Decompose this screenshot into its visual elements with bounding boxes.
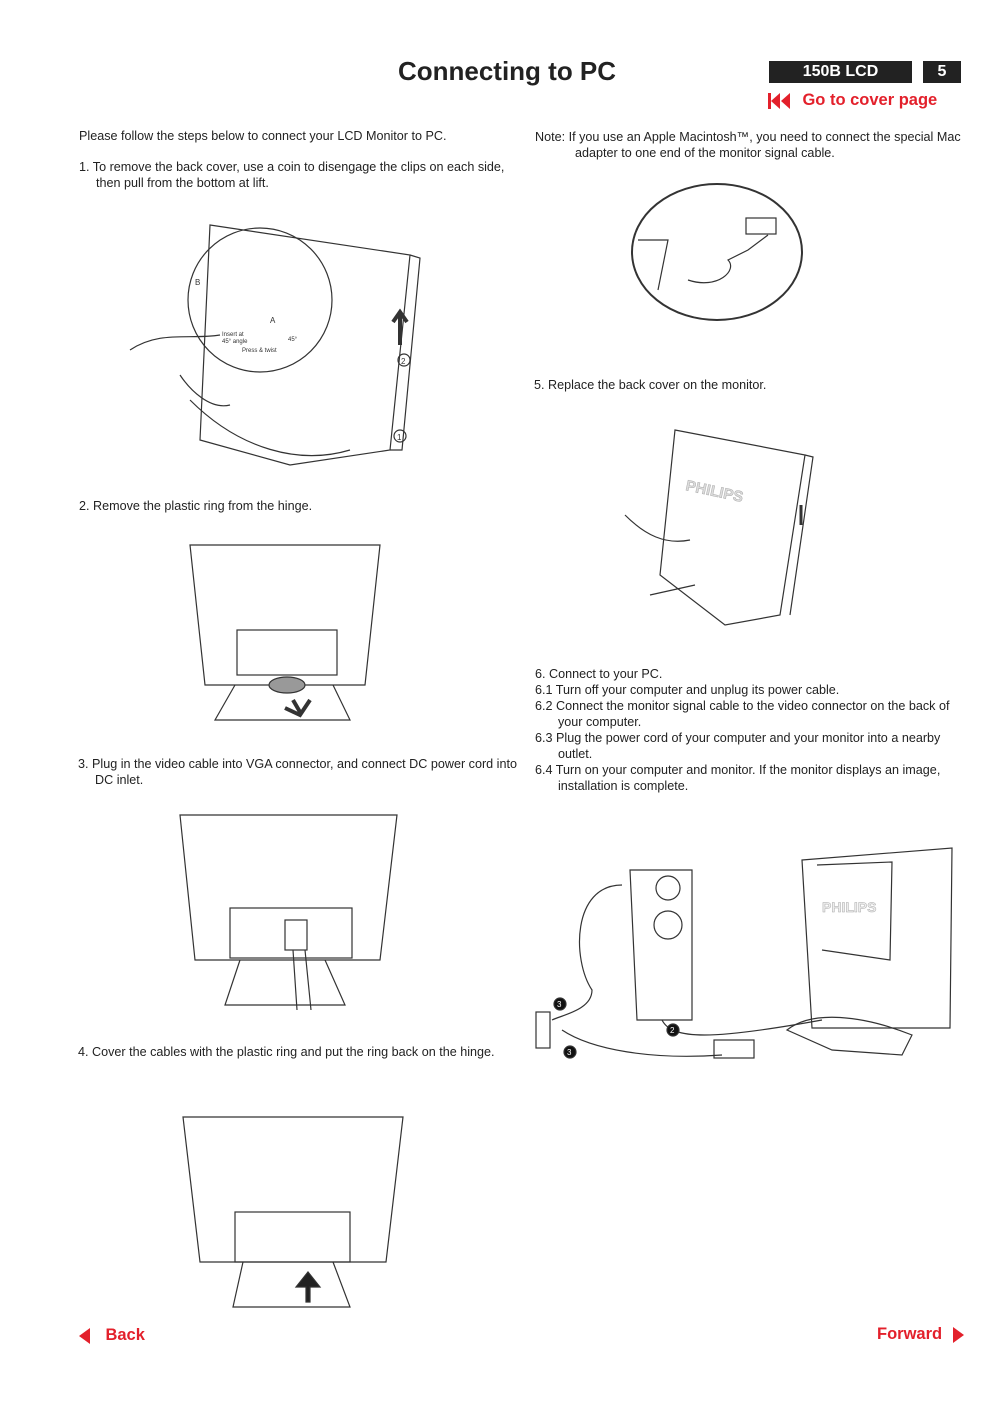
label-angle: 45° angle bbox=[222, 339, 248, 345]
replace-ring-illustration bbox=[182, 1116, 404, 1308]
label-b: B bbox=[195, 278, 200, 287]
forward-button[interactable]: Forward bbox=[877, 1325, 965, 1344]
back-button[interactable]: Back bbox=[79, 1326, 145, 1345]
label-2b: 2 bbox=[670, 1026, 675, 1035]
step-6-item: 6.4 Turn on your computer and monitor. I… bbox=[535, 763, 941, 793]
go-to-cover-link[interactable]: Go to cover page bbox=[768, 91, 937, 110]
step-5-text: 5. Replace the back cover on the monitor… bbox=[534, 378, 767, 392]
step-6-item: 6. Connect to your PC. bbox=[535, 667, 663, 681]
mac-adapter-illustration bbox=[631, 183, 803, 321]
intro-text: Please follow the steps below to connect… bbox=[79, 129, 447, 143]
replace-cover-illustration: PHILIPS bbox=[624, 429, 814, 626]
step-4-text: 4. Cover the cables with the plastic rin… bbox=[78, 1045, 495, 1059]
label-a: A bbox=[270, 316, 276, 325]
philips-logo-2: PHILIPS bbox=[822, 899, 876, 915]
step-6-item: 6.2 Connect the monitor signal cable to … bbox=[535, 699, 950, 729]
remove-back-cover-illustration: 2 1 B A Insert at 45° angle Press & twis… bbox=[129, 224, 421, 466]
page-number-badge: 5 bbox=[923, 61, 961, 83]
rewind-icon bbox=[768, 92, 790, 109]
triangle-right-icon bbox=[952, 1326, 964, 1343]
step-6-item: 6.1 Turn off your computer and unplug it… bbox=[535, 683, 840, 697]
forward-label: Forward bbox=[877, 1325, 943, 1343]
label-insert: Insert at bbox=[222, 332, 244, 338]
step-6-item: 6.3 Plug the power cord of your computer… bbox=[535, 731, 941, 761]
step-3-text: 3. Plug in the video cable into VGA conn… bbox=[78, 757, 517, 787]
label-2: 2 bbox=[401, 357, 406, 366]
step-1-text: 1. To remove the back cover, use a coin … bbox=[79, 160, 505, 190]
model-badge: 150B LCD bbox=[769, 61, 912, 83]
cover-link-label: Go to cover page bbox=[802, 91, 938, 109]
philips-logo: PHILIPS bbox=[684, 477, 745, 506]
label-press: Press & twist bbox=[242, 348, 277, 354]
triangle-left-icon bbox=[79, 1327, 90, 1344]
back-label: Back bbox=[105, 1326, 145, 1344]
plug-cables-illustration bbox=[179, 814, 398, 1011]
connect-pc-illustration: PHILIPS 3 3 2 bbox=[535, 847, 953, 1059]
page-title: Connecting to PC bbox=[397, 56, 617, 86]
hinge-ring-illustration bbox=[189, 544, 381, 721]
label-1: 1 bbox=[397, 433, 402, 442]
mac-note: Note: If you use an Apple Macintosh™, yo… bbox=[535, 130, 961, 160]
label-3a: 3 bbox=[557, 1000, 562, 1009]
step-6-list: 6. Connect to your PC. 6.1 Turn off your… bbox=[535, 666, 965, 794]
step-2-text: 2. Remove the plastic ring from the hing… bbox=[79, 499, 313, 513]
label-3b: 3 bbox=[567, 1048, 572, 1057]
label-45: 45° bbox=[288, 337, 298, 343]
